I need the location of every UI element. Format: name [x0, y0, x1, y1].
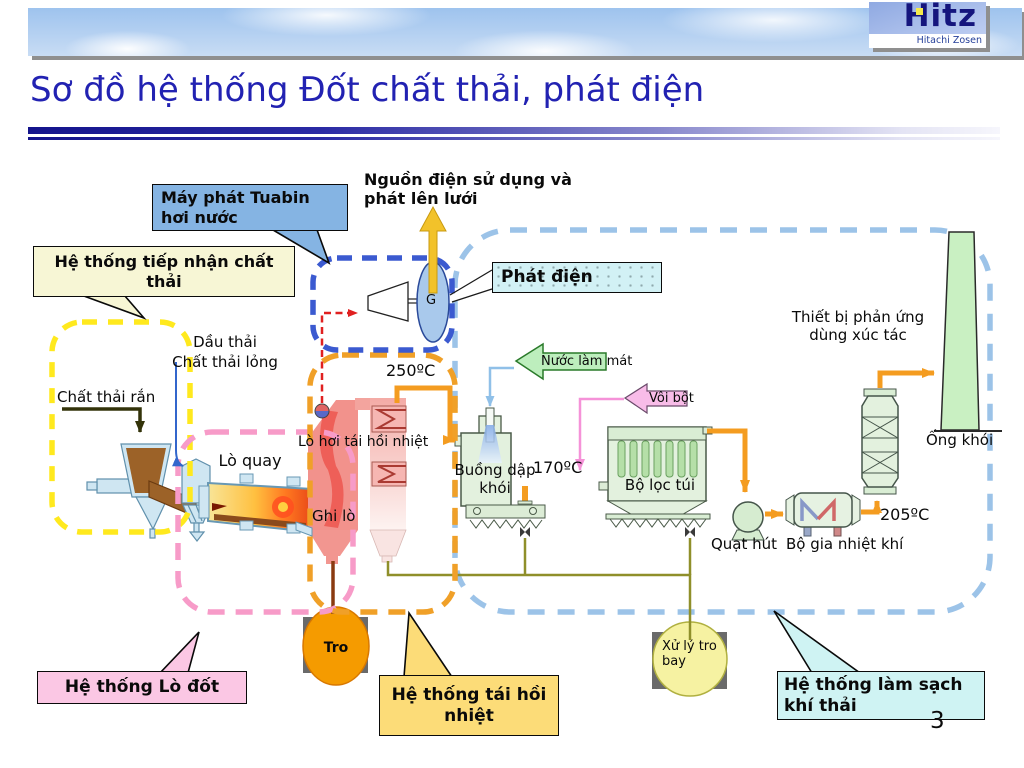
power-output-arrow [419, 205, 447, 294]
label-generator: G [426, 293, 437, 308]
stack-chimney [934, 231, 1002, 432]
label-bottom-ash: Tro [323, 640, 349, 656]
label-grate: Ghi lò [312, 507, 356, 525]
liquid-waste-line [172, 362, 184, 467]
callout-heat-recovery-system: Hệ thống tái hồi nhiệt [379, 675, 559, 737]
label-stack: Ống khói [926, 431, 994, 449]
label-bag-filter: Bộ lọc túi [624, 476, 696, 494]
title-divider-thick [28, 127, 1000, 134]
callout-steam-turbine: Máy phát Tuabin hơi nước [152, 184, 348, 232]
heat-recovery-system-border [307, 352, 458, 615]
flue-gas-pipes [394, 368, 935, 519]
label-fly-ash: Xử lý tro bay [662, 639, 717, 670]
bag-filter [598, 426, 713, 528]
ash-drain-lines [386, 538, 692, 640]
title-divider-thin [28, 137, 1000, 140]
lime-powder-line [575, 397, 624, 471]
incinerator-system-border [175, 429, 356, 615]
label-quench-chamber: Buồng dập khói [454, 461, 536, 497]
label-boiler: Lò hơi tái hồi nhiệt [298, 434, 429, 450]
label-lime-powder: Vôi bột [649, 391, 694, 406]
hitz-logo: Hitz Hitachi Zosen [869, 0, 986, 48]
gas-reheater [785, 492, 861, 537]
rotary-kiln [198, 473, 313, 534]
gas-cleaning-system-border [452, 227, 993, 615]
catalyst-reactor [861, 388, 899, 495]
logo-subtitle: Hitachi Zosen [869, 34, 986, 48]
steam-turbine-generator [314, 205, 450, 419]
quench-chamber [454, 407, 546, 529]
lime-powder-arrow [623, 382, 688, 415]
cooling-water-arrow [514, 342, 607, 381]
cooling-water-line [485, 366, 514, 407]
steam-drum [315, 404, 329, 411]
power-generation-system-border [310, 255, 455, 353]
callout-incinerator-system: Hệ thống Lò đốt [37, 671, 247, 704]
page-title: Sơ đồ hệ thống Đốt chất thải, phát điện [30, 70, 705, 110]
page-number: 3 [930, 708, 945, 734]
heat-recovery-boiler [295, 398, 407, 564]
label-rotary-kiln: Lò quay [218, 451, 282, 470]
label-cooling-water: Nước làm mát [541, 354, 633, 369]
label-liquid-waste: Chất thải lỏng [172, 353, 278, 371]
solid-waste-arrow [62, 407, 145, 433]
label-gas-reheater: Bộ gia nhiệt khí [786, 535, 904, 553]
callout-waste-reception: Hệ thống tiếp nhận chất thải [33, 246, 295, 298]
fly-ash-treatment [652, 621, 728, 697]
callout-pointers [61, 226, 863, 678]
quench-outlet-stub [522, 486, 528, 503]
header-sky-banner [28, 8, 1022, 56]
label-grid-power: Nguồn điện sử dụng và phát lên lưới [364, 170, 572, 208]
bottom-ash-container [302, 606, 370, 686]
label-waste-oil: Dầu thải [193, 333, 257, 351]
label-catalyst-reactor: Thiết bị phản ứng dùng xúc tác [791, 308, 925, 344]
logo-yellow-dot [916, 8, 923, 15]
callout-gas-cleaning-system: Hệ thống làm sạch khí thải [777, 671, 985, 721]
label-temp-205: 205ºC [880, 505, 930, 524]
waste-reception-system-border [49, 319, 193, 535]
waste-feed-assembly [86, 443, 212, 542]
label-solid-waste: Chất thải rắn [57, 388, 156, 406]
label-temp-250: 250ºC [386, 361, 436, 380]
label-temp-170: 170ºC [533, 458, 583, 477]
label-induced-fan: Quạt hút [710, 535, 778, 553]
logo-brand-text: Hitz [903, 0, 977, 34]
callout-power-generation: Phát điện [492, 262, 662, 293]
induced-fan [731, 501, 765, 541]
turbine [367, 281, 409, 322]
drain-valves [520, 527, 695, 537]
power-callout-connectors [449, 269, 493, 303]
